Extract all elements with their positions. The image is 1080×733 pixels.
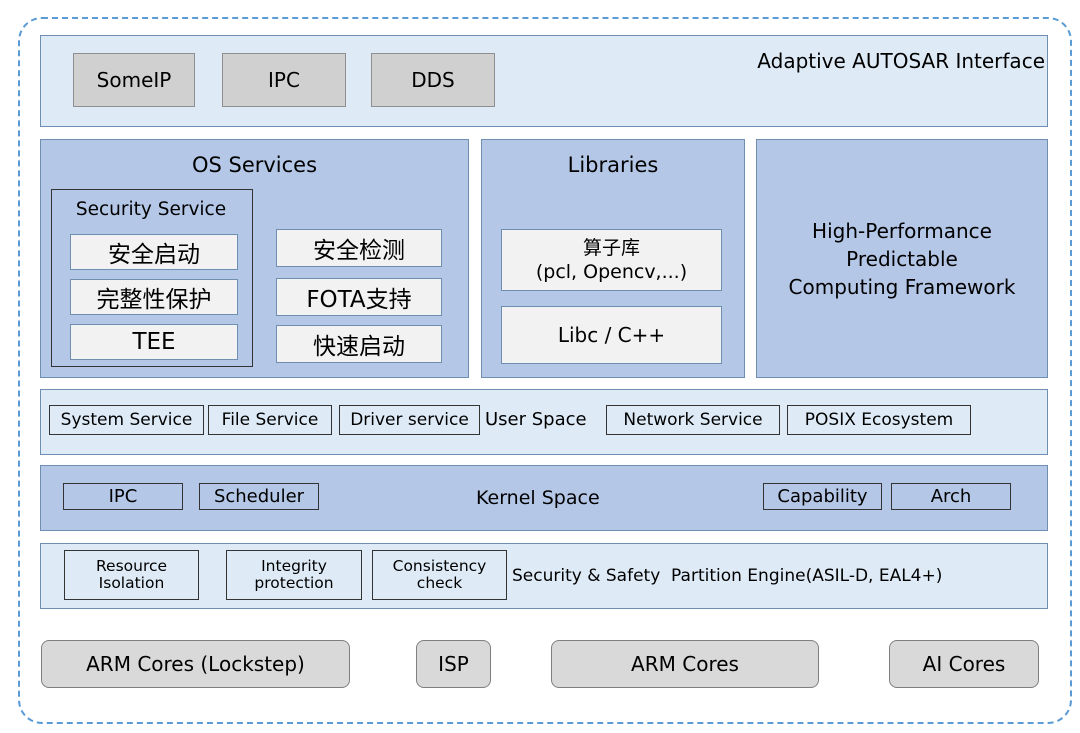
adaptive-autosar-layer: [40, 35, 1048, 127]
arm-cores-lockstep: ARM Cores (Lockstep): [41, 640, 350, 688]
integrity-protection-line-1: Integrity: [261, 557, 327, 575]
partition-engine-label: Security & Safety Partition Engine(ASIL-…: [512, 566, 943, 586]
user-space-label: User Space: [485, 409, 587, 430]
hpc-line-2: Predictable: [846, 246, 958, 271]
system-boundary: [18, 17, 1072, 724]
os-services-title: OS Services: [191, 153, 318, 177]
protocol-ipc: IPC: [222, 53, 346, 107]
isp-block: ISP: [416, 640, 491, 688]
hpc-framework-panel: High-Performance Predictable Computing F…: [756, 139, 1048, 378]
adaptive-autosar-title: Adaptive AUTOSAR Interface: [757, 49, 1045, 73]
partition-engine-layer: [40, 543, 1048, 609]
hpc-line-1: High-Performance: [812, 218, 992, 243]
kernel-ipc-tag: IPC: [63, 483, 183, 510]
secure-boot-item: 安全启动: [70, 234, 238, 270]
system-service-tag: System Service: [49, 405, 204, 435]
libc-box: Libc / C++: [501, 306, 722, 364]
resource-isolation-line-1: Resource: [95, 557, 168, 575]
integrity-protection-line-2: protection: [254, 574, 334, 592]
protocol-dds: DDS: [371, 53, 495, 107]
operator-library-box: 算子库 (pcl, Opencv,...): [501, 229, 722, 291]
consistency-check-line-2: check: [416, 574, 463, 592]
resource-isolation-tag: Resource Isolation: [64, 550, 199, 600]
protocol-someip: SomeIP: [73, 53, 195, 107]
kernel-capability-tag: Capability: [763, 483, 882, 510]
kernel-arch-tag: Arch: [891, 483, 1011, 510]
security-detection-item: 安全检测: [276, 229, 442, 267]
arm-cores: ARM Cores: [551, 640, 819, 688]
kernel-space-label: Kernel Space: [476, 487, 600, 509]
consistency-check-line-1: Consistency: [392, 557, 487, 575]
network-service-tag: Network Service: [606, 405, 780, 435]
driver-service-tag: Driver service: [339, 405, 480, 435]
operator-library-name: 算子库: [582, 237, 640, 259]
security-service-box: [51, 189, 253, 367]
operator-library-detail: (pcl, Opencv,...): [535, 261, 688, 283]
ai-cores: AI Cores: [889, 640, 1039, 688]
file-service-tag: File Service: [208, 405, 332, 435]
libraries-title: Libraries: [567, 153, 659, 177]
posix-ecosystem-tag: POSIX Ecosystem: [787, 405, 971, 435]
resource-isolation-line-2: Isolation: [98, 574, 165, 592]
integrity-protection-tag: Integrity protection: [226, 550, 362, 600]
integrity-protection-item: 完整性保护: [70, 279, 238, 315]
fast-boot-item: 快速启动: [276, 325, 442, 363]
fota-support-item: FOTA支持: [276, 278, 442, 316]
consistency-check-tag: Consistency check: [372, 550, 507, 600]
security-service-title: Security Service: [75, 199, 227, 220]
kernel-space-layer: [40, 465, 1048, 531]
hpc-line-3: Computing Framework: [788, 274, 1016, 299]
tee-item: TEE: [70, 324, 238, 360]
kernel-scheduler-tag: Scheduler: [199, 483, 319, 510]
